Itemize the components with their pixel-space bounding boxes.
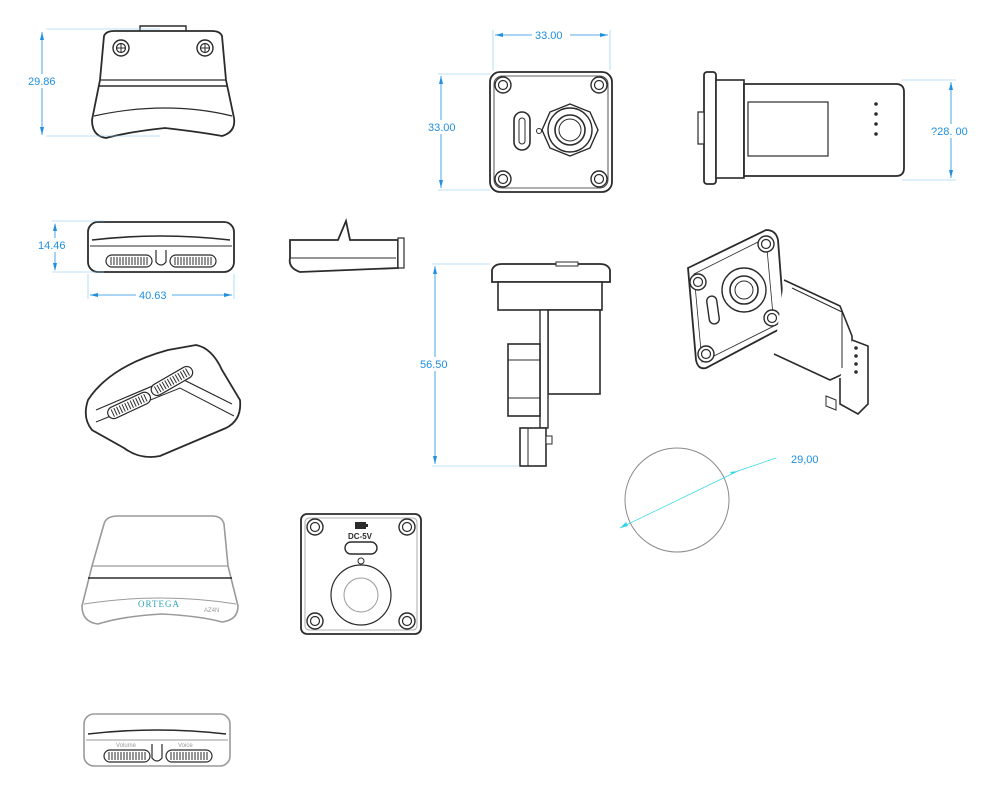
screw-icon: [697, 345, 715, 363]
usb-c-port-icon: [513, 111, 531, 151]
dim-label-28-00: ?28. 00: [931, 126, 968, 138]
dimension-front-height: 33.00: [425, 73, 490, 191]
dim-label-29-00: 29,00: [791, 454, 819, 466]
dim-label-33-00-width: 33.00: [535, 30, 563, 42]
screw-icon: [763, 309, 781, 327]
bottom-view: [87, 221, 235, 273]
top-view: [91, 25, 236, 139]
front-view: [489, 71, 613, 193]
screw-icon: [494, 76, 512, 94]
dimension-front-width: 33.00: [492, 27, 611, 70]
speaker-grille-icon: [103, 749, 151, 763]
screw-icon: [590, 76, 608, 94]
speaker-grille-icon: [169, 254, 217, 268]
dim-label-29-86: 29.86: [28, 76, 56, 88]
brand-label: ORTEGA: [138, 599, 180, 609]
profile-view: [491, 261, 611, 467]
screw-icon: [306, 518, 324, 536]
screw-icon: [757, 235, 775, 253]
screw-icon: [398, 612, 416, 630]
dimension-profile-height: 56.50: [418, 263, 520, 467]
dim-label-33-00-height: 33.00: [428, 122, 456, 134]
dimension-top-view-height: 29.86: [24, 28, 160, 137]
screw-icon: [306, 612, 324, 630]
speaker-grille-icon: [165, 749, 213, 763]
dimension-bottom-width: 40.63: [87, 274, 235, 302]
speaker-grille-icon: [105, 254, 153, 268]
voice-label: Voice: [178, 743, 193, 749]
dim-label-40-63: 40.63: [139, 290, 167, 302]
usb-c-port-icon: [344, 541, 378, 555]
isometric-view-right: [687, 229, 869, 415]
top-view-branded: ORTEGA AZ4N: [81, 515, 239, 625]
circle-view: [624, 447, 730, 553]
dimension-bottom-height: 14.46: [36, 220, 104, 273]
brand-tag-label: AZ4N: [204, 608, 219, 614]
screw-icon: [590, 170, 608, 188]
screw-icon: [494, 170, 512, 188]
side-view: [697, 71, 905, 185]
dimension-side-length: ?28. 00: [902, 79, 970, 181]
dimension-circle-diameter: 29,00: [619, 454, 819, 529]
screw-icon: [398, 518, 416, 536]
power-label: DC-5V: [348, 532, 373, 541]
battery-icon: [355, 522, 368, 529]
volume-label: Volume: [116, 743, 137, 749]
isometric-view-left: [84, 344, 242, 458]
back-plate-view: DC-5V: [300, 513, 422, 635]
bottom-view-labeled: Volume Voice: [83, 713, 231, 767]
dim-label-14-46: 14.46: [38, 240, 66, 252]
screw-icon: [689, 273, 707, 291]
dim-label-56-50: 56.50: [420, 359, 448, 371]
usb-c-port-icon: [706, 295, 720, 325]
small-side-view: [288, 217, 405, 273]
